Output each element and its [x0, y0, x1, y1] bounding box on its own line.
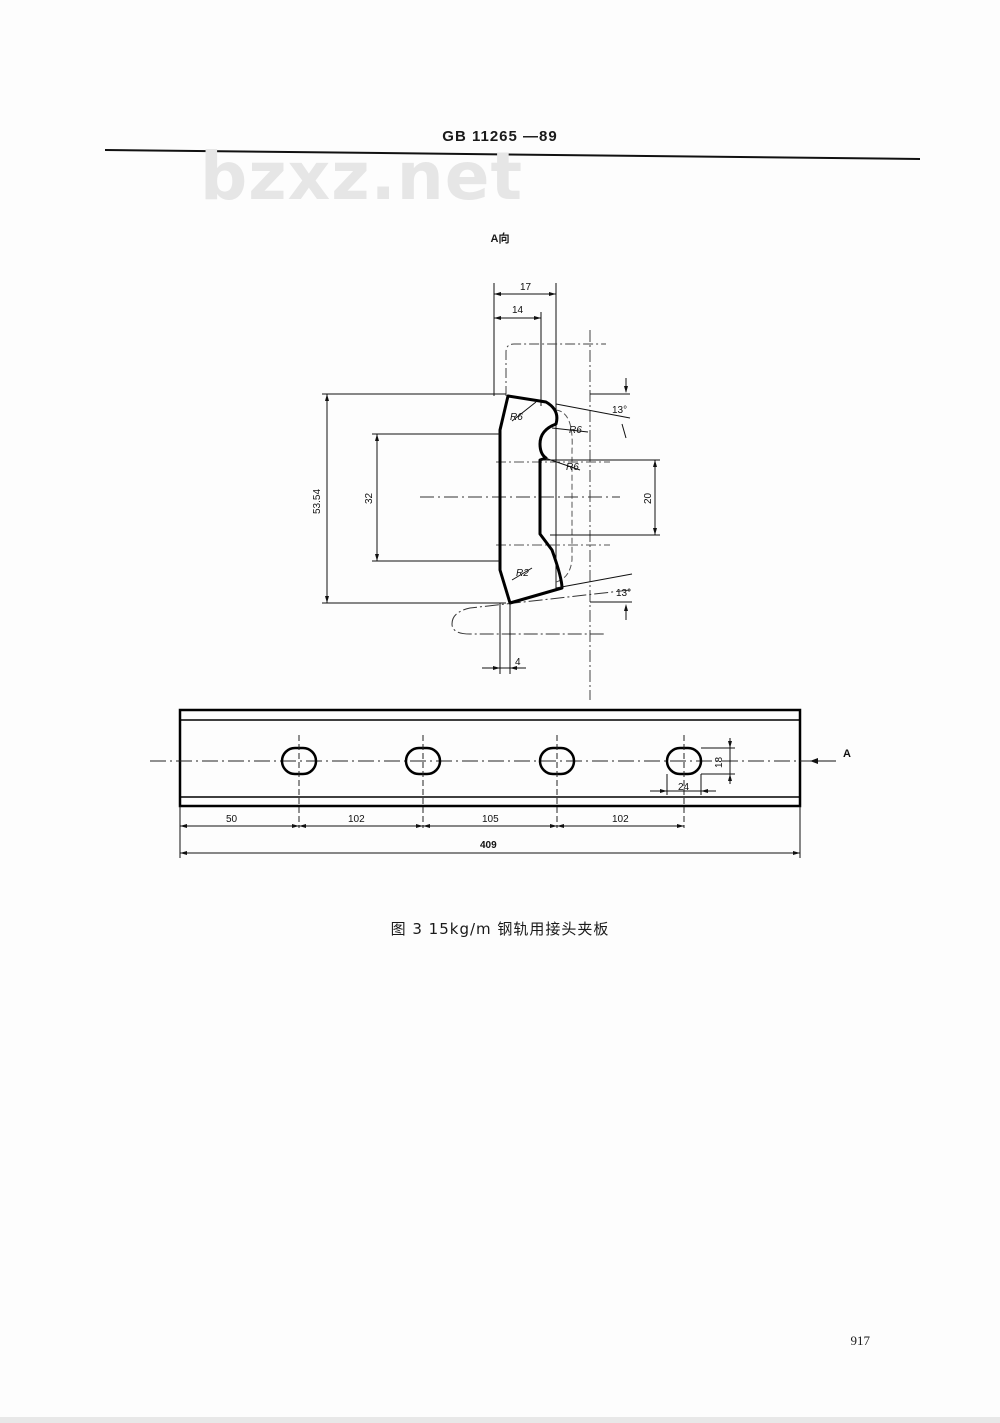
dim-4: 4: [515, 657, 521, 668]
plan-view: 18 24 A 50 102 105: [150, 708, 851, 858]
dim-102-right: 102: [612, 814, 629, 825]
bottom-edge: [0, 1417, 1000, 1423]
technical-drawing: 17 14 R6 R6 R6 R2: [150, 282, 851, 858]
dim-24: 24: [678, 782, 690, 793]
watermark: bzxz.net: [200, 138, 524, 215]
dim-18: 18: [714, 756, 725, 768]
dim-14: 14: [512, 305, 524, 316]
figure-caption: 图 3 15kg/m 钢轨用接头夹板: [390, 920, 610, 938]
section-marker-a: A: [843, 748, 851, 760]
dim-409: 409: [480, 840, 497, 851]
radius-r6-upper-right: R6: [569, 425, 582, 436]
dim-17: 17: [520, 282, 532, 293]
radius-r6-lower-right: R6: [566, 462, 579, 473]
view-a-label: A向: [490, 233, 510, 245]
dim-105: 105: [482, 814, 499, 825]
page-number: 917: [850, 1333, 871, 1348]
angle-13-top: 13°: [612, 405, 627, 416]
cross-section-view: 17 14 R6 R6 R6 R2: [312, 282, 660, 700]
dim-102-left: 102: [348, 814, 365, 825]
header-rule: [104, 149, 921, 160]
angle-13-bottom: 13°: [616, 588, 631, 599]
dim-20: 20: [643, 492, 654, 504]
radius-r6-top-left: R6: [510, 412, 523, 423]
radius-r2: R2: [516, 568, 529, 579]
dim-50: 50: [226, 814, 238, 825]
dim-53-54: 53.54: [312, 489, 323, 514]
dim-32: 32: [364, 492, 375, 504]
standard-number-header: GB 11265 —89: [442, 128, 558, 145]
